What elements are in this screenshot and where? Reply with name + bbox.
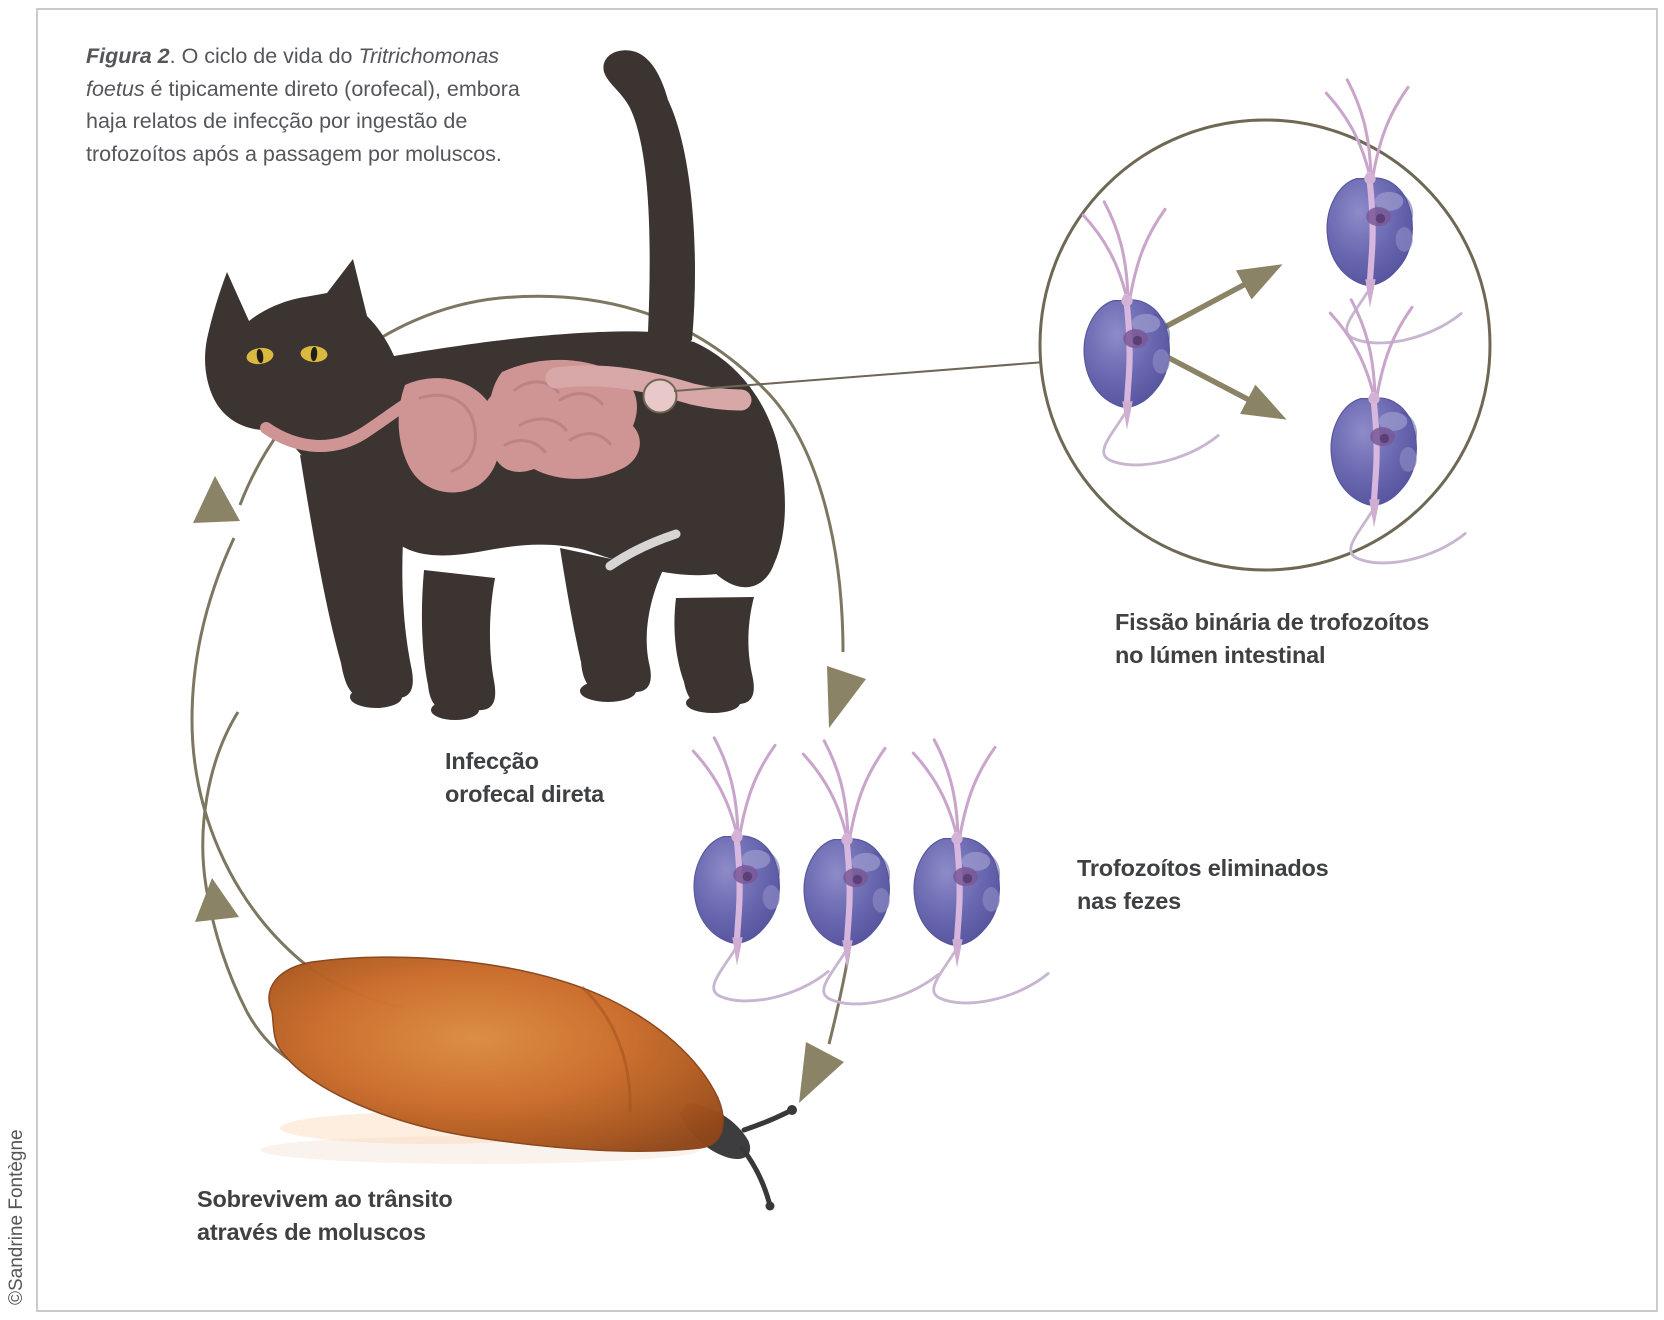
cycle-arrowhead-right — [827, 666, 866, 728]
slug-tentacle-icon — [787, 1105, 797, 1115]
slug-body — [268, 956, 724, 1152]
cycle-arrowhead-lower-left — [195, 878, 239, 922]
credit-text: ©Sandrine Fontègne — [6, 1129, 27, 1305]
cat-tail — [603, 50, 695, 347]
cycle-highlight-streak — [605, 529, 681, 571]
label-orofecal-infection: Infecção orofecal direta — [445, 748, 604, 807]
intestine-highlight-circle — [642, 378, 678, 414]
cat-hind-leg — [674, 597, 754, 708]
trophozoite-feces — [913, 740, 1048, 1003]
cat-eye-icon — [300, 345, 328, 363]
cycle-arrows — [190, 294, 866, 1103]
caption-line: foetus é tipicamente direto (orofecal), … — [86, 76, 520, 101]
caption-line: Figura 2. O ciclo de vida do Tritrichomo… — [86, 44, 500, 68]
digestive-tract — [260, 359, 752, 493]
magnifier-callout-line — [673, 361, 1046, 392]
cat-hind-leg — [560, 548, 663, 695]
fission-arrows — [1148, 264, 1287, 420]
caption-line: haja relatos de infecção por ingestão de — [86, 109, 468, 133]
esophagus — [260, 392, 422, 452]
intestines — [481, 359, 640, 479]
cat-illustration — [205, 50, 785, 720]
cat-front-leg — [421, 570, 496, 713]
label-trophozoites-feces: Trofozoítos eliminados nas fezes — [1077, 855, 1329, 914]
figure-caption: Figura 2. O ciclo de vida do Tritrichomo… — [86, 40, 586, 170]
slug-tentacle-icon — [765, 1201, 775, 1211]
cycle-arrowhead-bottom — [799, 1042, 844, 1103]
cycle-arrowhead-upper-left — [193, 476, 240, 523]
label-binary-fission: Fissão binária de trofozoítos no lúmen i… — [1115, 609, 1430, 668]
label-mollusc-transit: Sobrevivem ao trânsito através de molusc… — [197, 1186, 453, 1245]
stomach — [398, 378, 500, 493]
caption-line: trofozoítos após a passagem por moluscos… — [86, 141, 502, 166]
cat-eye-icon — [246, 347, 274, 365]
slug-illustration — [260, 956, 797, 1211]
